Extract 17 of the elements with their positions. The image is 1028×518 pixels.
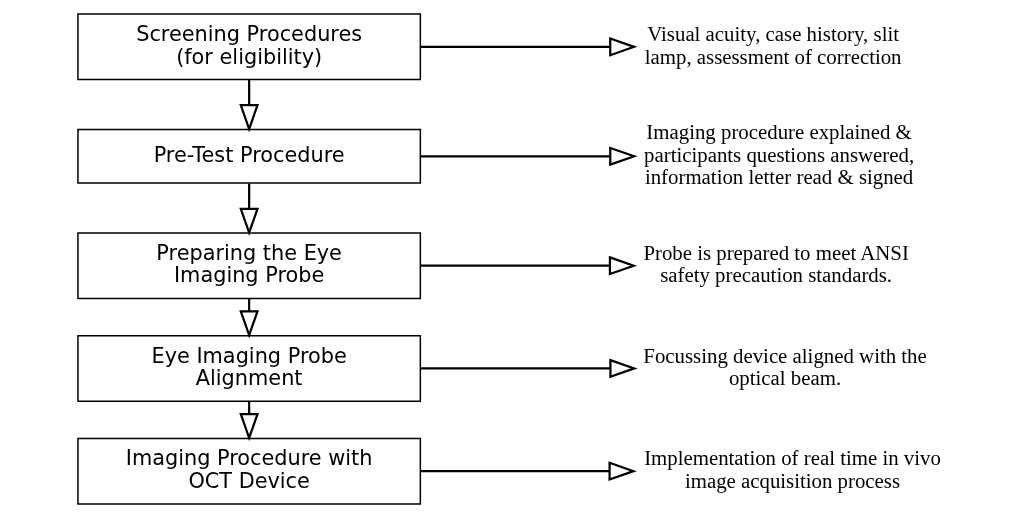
arrow — [419, 146, 637, 167]
arrow — [420, 358, 638, 379]
arrow — [420, 461, 637, 482]
node-box: Imaging Procedure with OCT Device — [76, 437, 421, 505]
node-box: Pre-Test Procedure — [76, 128, 421, 184]
node-text: Focussing device aligned with the optical beam. — [642, 343, 927, 391]
node-box: Preparing the Eye Imaging Probe — [76, 232, 421, 300]
arrow — [238, 79, 259, 133]
node-text: Probe is prepared to meet ANSI safety precaution standards. — [642, 241, 909, 288]
node-box: Eye Imaging Probe Alignment — [76, 334, 421, 402]
arrow — [420, 255, 637, 276]
node-box: Screening Procedures (for eligibility) — [76, 13, 421, 81]
node-text: Imaging procedure explained & participants questions answered, information letter read & signed — [643, 120, 914, 190]
arrow — [420, 36, 637, 57]
node-text: Implementation of real time in vivo image acquisition process — [643, 446, 941, 493]
arrow — [238, 183, 259, 236]
node-text: Visual acuity, case history, slit lamp, assessment of correction — [644, 22, 902, 69]
